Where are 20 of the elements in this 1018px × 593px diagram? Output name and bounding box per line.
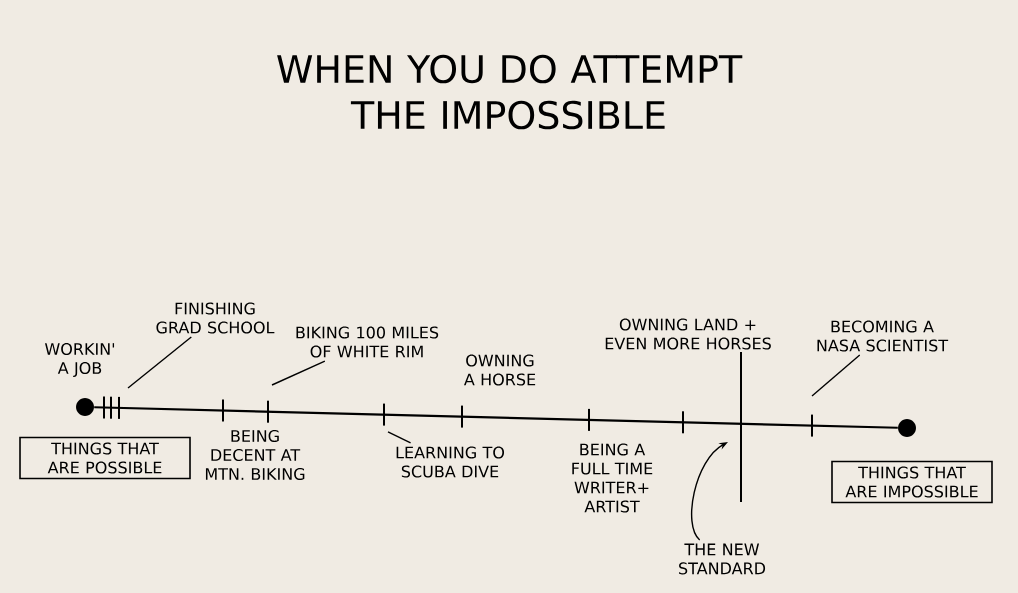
text-label: BEING A FULL TIME WRITER+ ARTIST	[572, 443, 653, 513]
text-label: LEARNING TO SCUBA DIVE	[396, 446, 505, 478]
text-label: BEING DECENT AT MTN. BIKING	[205, 429, 305, 481]
text-label: WORKIN' A JOB	[45, 342, 115, 378]
text-label: BECOMING A NASA SCIENTIST	[817, 320, 949, 352]
leader-line	[387, 431, 412, 444]
text-label: FINISHING GRAD SCHOOL	[156, 302, 275, 334]
label-box: THINGS THAT ARE POSSIBLE	[19, 436, 191, 480]
label-box: THINGS THAT ARE IMPOSSIBLE	[831, 460, 993, 504]
text-label: BIKING 100 MILES OF WHITE RIM	[296, 326, 439, 358]
text-label: THE NEW STANDARD	[679, 543, 766, 575]
end-dot	[76, 398, 94, 416]
leader-line	[127, 336, 192, 389]
leader-line	[811, 354, 861, 397]
timeline-line	[94, 406, 898, 429]
text-label: OWNING A HORSE	[464, 354, 536, 386]
leader-line	[271, 360, 326, 386]
title: WHEN YOU DO ATTEMPT THE IMPOSSIBLE	[277, 54, 743, 130]
text-label: OWNING LAND + EVEN MORE HORSES	[605, 318, 771, 350]
end-dot	[898, 419, 916, 437]
